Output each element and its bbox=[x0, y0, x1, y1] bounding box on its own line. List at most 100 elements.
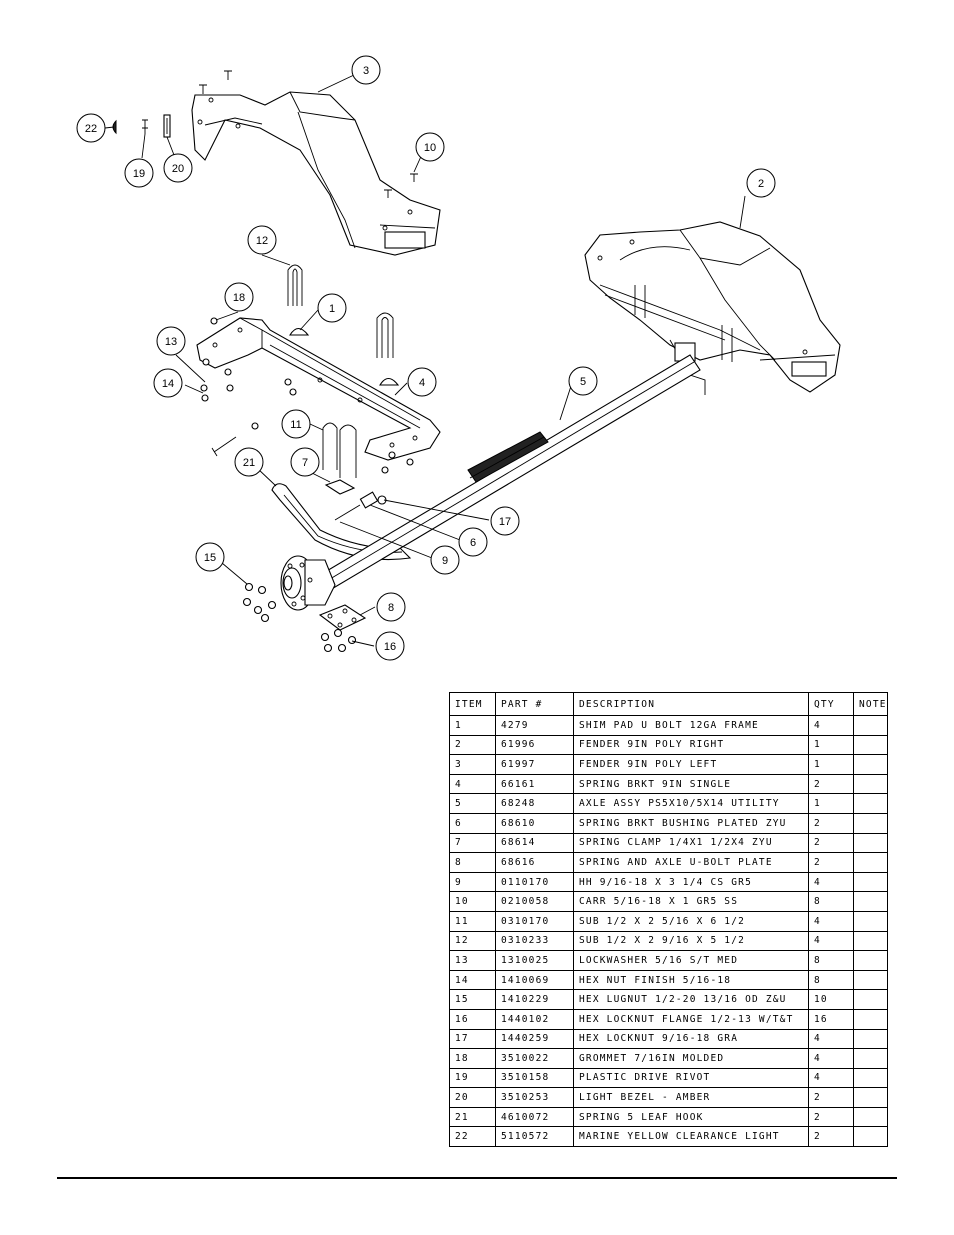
callout-7: 7 bbox=[290, 447, 320, 477]
callout-4: 4 bbox=[407, 367, 437, 397]
cell-qty: 2 bbox=[808, 1106, 854, 1128]
cell-note bbox=[853, 1008, 888, 1030]
svg-text:15: 15 bbox=[204, 552, 216, 564]
svg-text:10: 10 bbox=[424, 142, 436, 154]
cell-description: HEX LOCKNUT FLANGE 1/2-13 W/T&T bbox=[573, 1008, 809, 1030]
cell-description: GROMMET 7/16IN MOLDED bbox=[573, 1048, 809, 1069]
cell-qty: 1 bbox=[808, 734, 854, 756]
cell-qty: 4 bbox=[808, 910, 854, 932]
cell-note bbox=[853, 1048, 888, 1069]
cell-qty: 2 bbox=[808, 1126, 854, 1148]
cell-note bbox=[853, 1028, 888, 1050]
cell-note bbox=[853, 793, 888, 814]
cell-part-number: 4279 bbox=[495, 715, 574, 736]
clearance-light-parts bbox=[112, 114, 171, 138]
callout-20: 20 bbox=[163, 153, 193, 183]
cell-description: SPRING BRKT 9IN SINGLE bbox=[573, 773, 809, 795]
cell-qty: 4 bbox=[808, 871, 854, 893]
svg-text:7: 7 bbox=[302, 457, 308, 469]
cell-part-number: 61996 bbox=[495, 734, 574, 756]
cell-description: SPRING CLAMP 1/4X1 1/2X4 ZYU bbox=[573, 832, 809, 854]
table-header-row: ITEM PART # DESCRIPTION QTY NOTE bbox=[449, 692, 888, 716]
header-description: DESCRIPTION bbox=[573, 692, 809, 716]
callout-9: 9 bbox=[430, 545, 460, 575]
header-qty: QTY bbox=[808, 692, 854, 716]
cell-description: LOCKWASHER 5/16 S/T MED bbox=[573, 950, 809, 971]
cell-item: 9 bbox=[449, 871, 496, 893]
cell-description: HEX LUGNUT 1/2-20 13/16 OD Z&U bbox=[573, 989, 809, 1010]
cell-qty: 2 bbox=[808, 1087, 854, 1108]
cell-part-number: 1410229 bbox=[495, 989, 574, 1010]
cell-item: 18 bbox=[449, 1048, 496, 1069]
cell-qty: 1 bbox=[808, 793, 854, 814]
cell-item: 22 bbox=[449, 1126, 496, 1148]
svg-text:2: 2 bbox=[758, 178, 764, 190]
svg-text:11: 11 bbox=[290, 419, 301, 431]
u-bolt-plate bbox=[318, 604, 367, 631]
cell-qty: 4 bbox=[808, 715, 854, 736]
svg-text:1: 1 bbox=[329, 303, 335, 315]
cell-item: 17 bbox=[449, 1028, 496, 1050]
cell-description: HEX LOCKNUT 9/16-18 GRA bbox=[573, 1028, 809, 1050]
cell-description: SPRING 5 LEAF HOOK bbox=[573, 1106, 809, 1128]
cell-item: 12 bbox=[449, 930, 496, 952]
cell-part-number: 0310233 bbox=[495, 930, 574, 952]
callout-15: 15 bbox=[195, 542, 225, 572]
cell-item: 6 bbox=[449, 812, 496, 834]
cell-part-number: 4610072 bbox=[495, 1106, 574, 1128]
cell-qty: 8 bbox=[808, 969, 854, 991]
callout-11: 11 bbox=[281, 409, 311, 439]
svg-text:21: 21 bbox=[243, 457, 255, 469]
footer-rule bbox=[57, 1177, 897, 1179]
callout-22: 22 bbox=[76, 113, 106, 143]
cell-qty: 4 bbox=[808, 1067, 854, 1089]
cell-qty: 8 bbox=[808, 950, 854, 971]
svg-text:9: 9 bbox=[442, 555, 448, 567]
callout-19: 19 bbox=[124, 158, 154, 188]
callout-8: 8 bbox=[376, 592, 406, 622]
cell-qty: 1 bbox=[808, 754, 854, 775]
u-bolts-11 bbox=[322, 422, 357, 478]
cell-part-number: 3510158 bbox=[495, 1067, 574, 1089]
cell-item: 13 bbox=[449, 950, 496, 971]
callout-12: 12 bbox=[247, 225, 277, 255]
cell-item: 10 bbox=[449, 891, 496, 912]
cell-qty: 4 bbox=[808, 1028, 854, 1050]
cell-part-number: 68248 bbox=[495, 793, 574, 814]
header-note: NOTE bbox=[853, 692, 888, 716]
svg-text:16: 16 bbox=[384, 641, 396, 653]
callout-1: 1 bbox=[317, 293, 347, 323]
cell-description: SHIM PAD U BOLT 12GA FRAME bbox=[573, 715, 809, 736]
left-fender bbox=[191, 91, 441, 256]
cell-note bbox=[853, 754, 888, 775]
cell-note bbox=[853, 871, 888, 893]
cell-description: MARINE YELLOW CLEARANCE LIGHT bbox=[573, 1126, 809, 1148]
cell-note bbox=[853, 832, 888, 854]
cell-item: 4 bbox=[449, 773, 496, 795]
cell-part-number: 68616 bbox=[495, 852, 574, 873]
header-part-number: PART # bbox=[495, 692, 574, 716]
cell-part-number: 1310025 bbox=[495, 950, 574, 971]
cell-item: 20 bbox=[449, 1087, 496, 1108]
cell-note bbox=[853, 852, 888, 873]
cell-part-number: 0110170 bbox=[495, 871, 574, 893]
wheel-hub bbox=[280, 555, 336, 611]
cell-qty: 2 bbox=[808, 852, 854, 873]
cell-item: 2 bbox=[449, 734, 496, 756]
callout-13: 13 bbox=[156, 326, 186, 356]
cell-item: 1 bbox=[449, 715, 496, 736]
cell-qty: 16 bbox=[808, 1008, 854, 1030]
svg-text:22: 22 bbox=[85, 123, 97, 135]
cell-part-number: 68610 bbox=[495, 812, 574, 834]
cell-note bbox=[853, 989, 888, 1010]
